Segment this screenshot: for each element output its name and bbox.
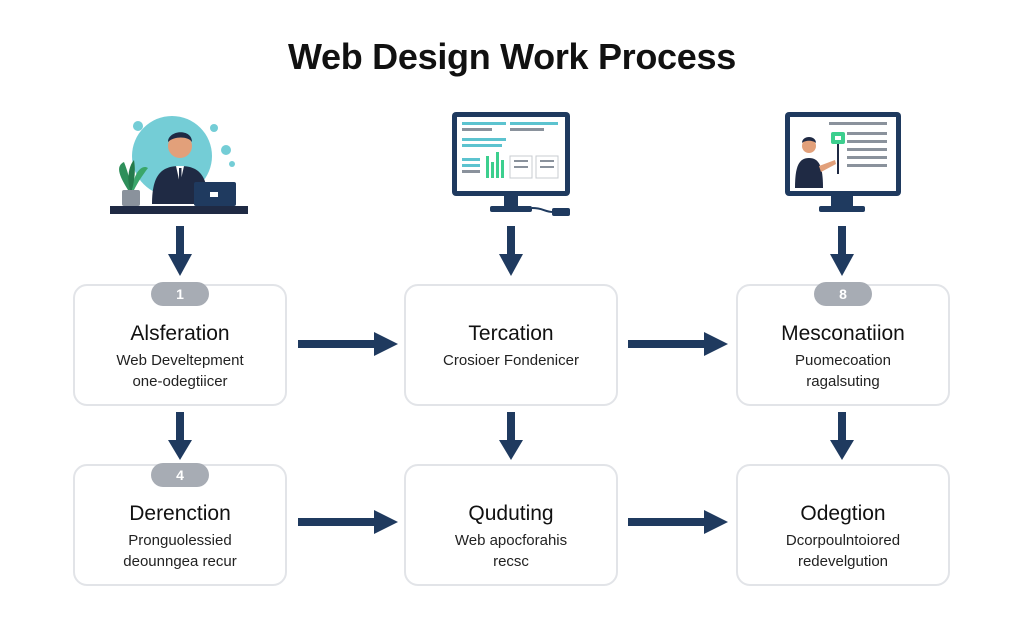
step-card[interactable]: Tercation Crosioer Fondenicer — [404, 284, 618, 406]
arrow-down-icon — [499, 412, 523, 460]
step-heading: Alsferation — [130, 322, 230, 345]
arrow-down-icon — [830, 412, 854, 460]
step-description-line: one-odegtiicer — [132, 373, 228, 390]
step-description: Dcorpoulntoiored redevelgution — [738, 530, 948, 572]
step-description-line: Web apocforahis — [454, 532, 568, 549]
person-at-laptop-illustration — [110, 116, 248, 214]
step-description: Puomecoation ragalsuting — [738, 350, 948, 392]
step-description: Pronguolessied deounngea recur — [75, 530, 285, 572]
step-number-badge: 4 — [151, 463, 209, 487]
monitor-stand — [819, 206, 865, 212]
step-description-line: ragalsuting — [806, 373, 880, 390]
step-description-line: recsc — [493, 553, 529, 570]
step-description-line: Crosioer Fondenicer — [443, 352, 579, 369]
step-description: Crosioer Fondenicer — [406, 350, 616, 371]
arrow-right-icon — [628, 510, 728, 534]
step-heading: Odegtion — [800, 502, 886, 525]
page-title: Web Design Work Process — [288, 36, 736, 77]
monitor-stand — [490, 206, 532, 212]
step-heading: Quduting — [468, 502, 554, 525]
arrow-down-icon — [168, 226, 192, 276]
plant-icon — [119, 162, 130, 190]
step-description-line: Web Develtepment — [116, 352, 244, 369]
dot-decoration — [229, 161, 235, 167]
arrow-right-icon — [628, 332, 728, 356]
step-description: Web apocforahis recsc — [406, 530, 616, 572]
step-description: Web Develtepment one-odegtiicer — [75, 350, 285, 392]
step-number-badge: 8 — [814, 282, 872, 306]
step-card[interactable]: Odegtion Dcorpoulntoiored redevelgution — [736, 464, 950, 586]
presenter-monitor-illustration — [785, 112, 901, 212]
step-number-badge: 1 — [151, 282, 209, 306]
mouse-icon — [552, 208, 570, 216]
arrow-down-icon — [830, 226, 854, 276]
step-card[interactable]: Quduting Web apocforahis recsc — [404, 464, 618, 586]
dashboard-monitor-illustration — [452, 112, 570, 216]
step-description-line: Pronguolessied — [128, 532, 232, 549]
step-heading: Tercation — [468, 322, 554, 345]
step-description-line: Puomecoation — [795, 352, 891, 369]
step-description-line: deounngea recur — [123, 553, 237, 570]
dot-decoration — [210, 124, 218, 132]
arrow-down-icon — [168, 412, 192, 460]
dot-decoration — [133, 121, 143, 131]
step-description-line: Dcorpoulntoiored — [785, 532, 901, 549]
step-heading: Mesconatiion — [781, 322, 905, 345]
dot-decoration — [221, 145, 231, 155]
arrow-right-icon — [298, 510, 398, 534]
step-description-line: redevelgution — [797, 553, 889, 570]
arrow-down-icon — [499, 226, 523, 276]
arrow-right-icon — [298, 332, 398, 356]
step-heading: Derenction — [129, 502, 231, 525]
